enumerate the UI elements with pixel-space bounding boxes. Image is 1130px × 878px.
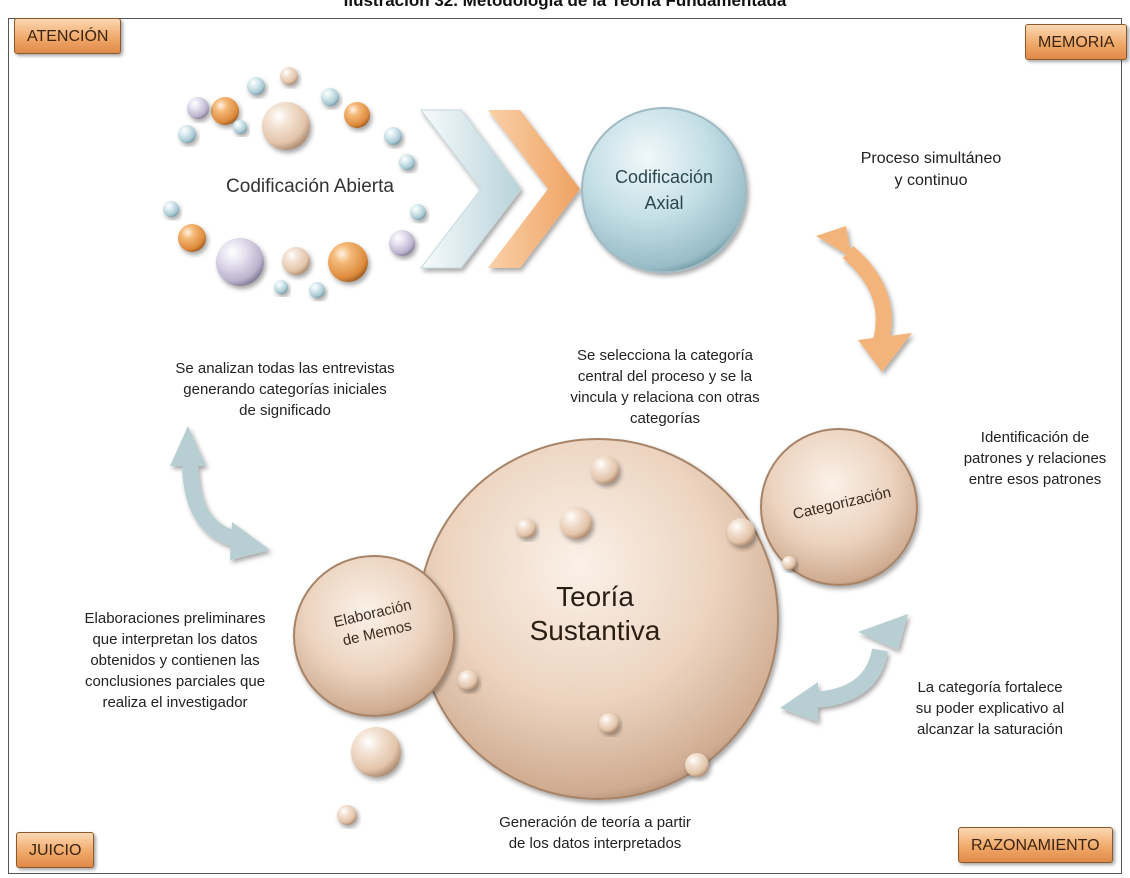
theory-label: Teoría Sustantiva	[480, 580, 710, 648]
theory-label-line2: Sustantiva	[529, 615, 661, 646]
open-coding-label: Codificación Abierta	[226, 176, 394, 197]
annotation-line: alcanzar la saturación	[917, 721, 1063, 738]
annotation-line: conclusiones parciales que	[84, 673, 266, 690]
axial-coding-label-line1: Codificación	[614, 167, 714, 187]
annotation-saturation: La categoría fortalece su poder explicat…	[895, 677, 1085, 740]
annotation-open-coding: Se analizan todas las entrevistas genera…	[150, 358, 420, 421]
annotation-simultaneous: Proceso simultáneo y continuo	[846, 148, 1016, 192]
figure-title: Ilustración 32. Metodología de la Teoría…	[343, 0, 787, 10]
chevron-right-orange-icon	[488, 110, 580, 268]
memos-circle	[293, 555, 455, 717]
annotation-line: de los datos interpretados	[508, 835, 682, 852]
annotation-line: Se analizan todas las entrevistas	[175, 360, 395, 377]
annotation-line: de significado	[239, 402, 331, 419]
annotation-line: central del proceso y se la	[577, 368, 753, 385]
corner-label-attention: ATENCIÓN	[14, 18, 122, 54]
annotation-line: patrones y relaciones	[963, 450, 1107, 467]
annotation-line: que interpretan los datos	[92, 631, 258, 648]
axial-coding-label: Codificación Axial	[584, 164, 744, 216]
theory-bubbles	[337, 456, 796, 825]
annotation-line: La categoría fortalece	[917, 679, 1063, 696]
chevron-right-light-icon	[419, 109, 522, 269]
axial-coding-circle	[581, 107, 747, 273]
annotation-line: Elaboraciones preliminares	[84, 610, 266, 627]
categorization-circle	[760, 428, 918, 586]
annotation-line: su poder explicativo al	[915, 700, 1065, 717]
annotation-line: generando categorías iniciales	[183, 381, 387, 398]
axial-coding-label-line2: Axial	[644, 193, 684, 213]
curved-double-arrow-orange-icon	[816, 226, 912, 372]
annotation-line: realiza el investigador	[102, 694, 248, 711]
curved-double-arrow-teal-right-icon	[780, 614, 908, 722]
annotation-memos: Elaboraciones preliminares que interpret…	[60, 608, 290, 713]
curved-double-arrow-teal-left-icon	[170, 426, 270, 560]
annotation-line: categorías	[629, 410, 701, 427]
annotation-generation: Generación de teoría a partir de los dat…	[470, 812, 720, 854]
corner-label-reasoning: RAZONAMIENTO	[958, 827, 1113, 863]
corner-label-memory: MEMORIA	[1025, 24, 1128, 60]
annotation-line: Generación de teoría a partir	[499, 814, 691, 831]
corner-label-judgment: JUICIO	[16, 832, 95, 868]
annotation-line: y continuo	[894, 172, 968, 189]
annotation-line: obtenidos y contienen las	[90, 652, 260, 669]
annotation-line: entre esos patrones	[968, 471, 1102, 488]
annotation-line: Identificación de	[980, 429, 1090, 446]
open-coding-orb-ring	[163, 67, 426, 298]
annotation-line: vincula y relaciona con otras	[570, 389, 760, 406]
annotation-axial: Se selecciona la categoría central del p…	[545, 345, 785, 429]
diagram-frame	[8, 18, 1122, 874]
annotation-line: Se selecciona la categoría	[577, 347, 753, 364]
annotation-categorization: Identificación de patrones y relaciones …	[950, 427, 1120, 490]
annotation-line: Proceso simultáneo	[860, 150, 1002, 167]
theory-label-line1: Teoría	[556, 581, 634, 612]
